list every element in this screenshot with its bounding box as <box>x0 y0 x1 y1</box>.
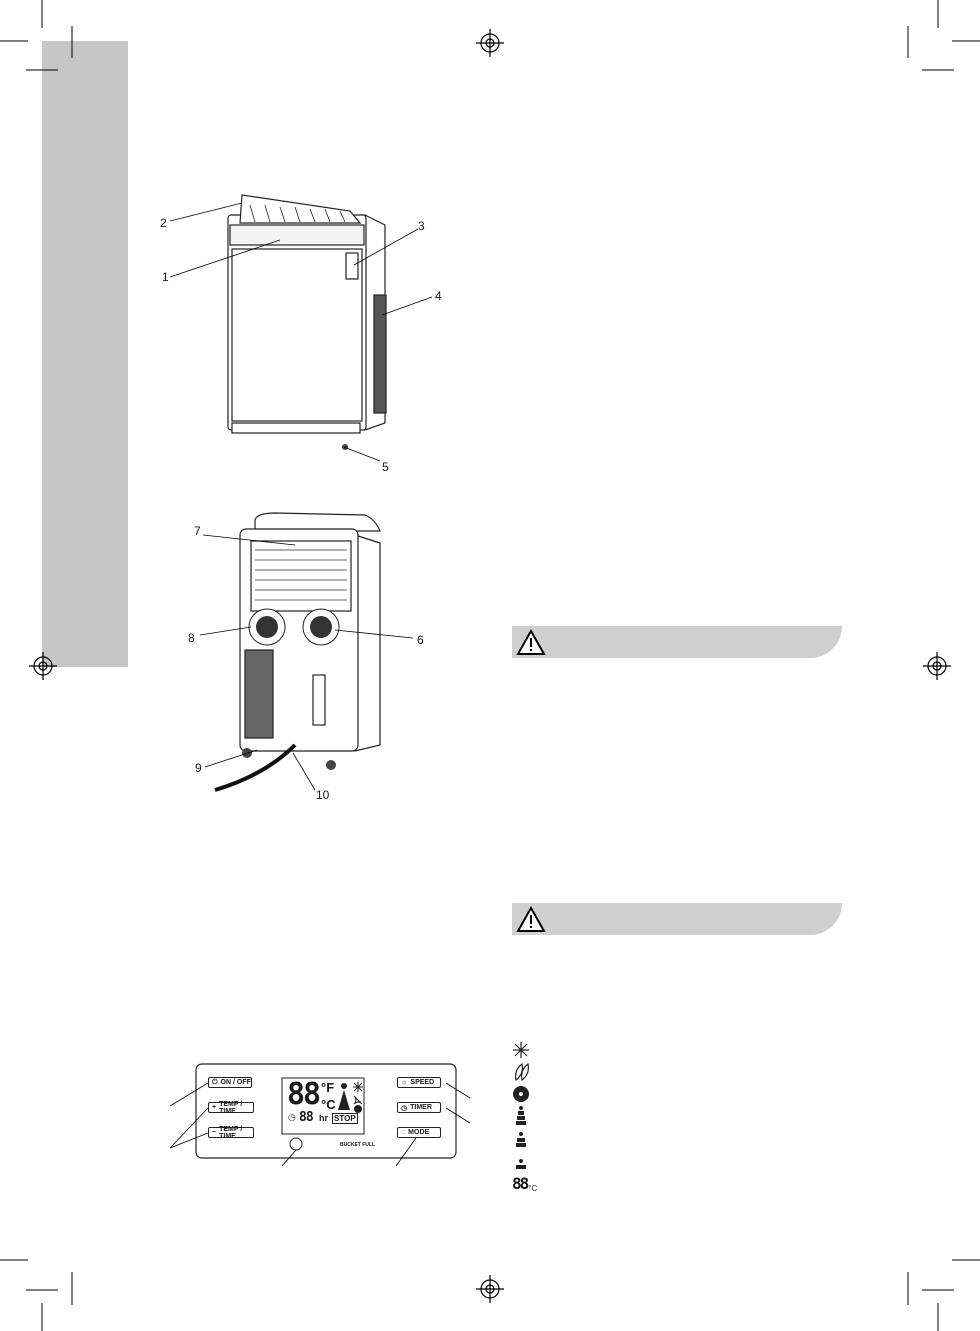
control-panel-outline <box>169 1063 470 1167</box>
stop-indicator: STOP <box>332 1113 358 1124</box>
control-panel: ⏻ ON / OFF + TEMP / TIME − TEMP / TIME 8… <box>160 1058 470 1168</box>
timer-display: 88 <box>299 1110 314 1125</box>
callout-1: 1 <box>162 270 169 284</box>
warning-triangle-icon <box>516 628 546 655</box>
callout-10: 10 <box>316 788 330 802</box>
warning-triangle-icon <box>516 905 546 932</box>
temperature-display: 88 <box>287 1077 321 1112</box>
dehumidify-indicator-icon <box>353 1095 363 1105</box>
registration-target-top <box>476 29 504 57</box>
cool-icon <box>513 1042 529 1058</box>
speed-button[interactable]: ☼ SPEED <box>397 1077 441 1088</box>
on-off-button[interactable]: ⏻ ON / OFF <box>208 1077 252 1088</box>
fan-indicator-icon <box>354 1105 362 1113</box>
speed-high-icon <box>516 1106 526 1125</box>
callout-4: 4 <box>435 289 442 303</box>
callout-7: 7 <box>194 524 201 538</box>
minus-icon: − <box>212 1129 217 1136</box>
registration-target-right <box>923 652 951 680</box>
temp-time-down-button[interactable]: − TEMP / TIME <box>208 1126 254 1140</box>
temp-time-up-button[interactable]: + TEMP / TIME <box>208 1101 254 1115</box>
legend-temp-unit: °C <box>528 1184 538 1193</box>
timer-unit: hr <box>319 1113 328 1123</box>
registration-target-bottom <box>476 1275 504 1303</box>
speed-indicator-icon <box>338 1090 350 1110</box>
cool-indicator-icon <box>353 1082 363 1092</box>
clock-indicator-icon: ◷ <box>288 1112 296 1122</box>
speed-low-icon <box>516 1159 526 1169</box>
legend-temp-digits: 88 <box>512 1174 529 1193</box>
indicator-legend: 88 °C <box>512 1040 572 1195</box>
mode-indicators <box>338 1082 363 1113</box>
warning-bar <box>512 626 842 658</box>
dehumidify-icon <box>515 1062 529 1082</box>
callout-8: 8 <box>188 631 195 645</box>
callout-6: 6 <box>417 633 424 647</box>
front-view-diagram <box>169 194 433 462</box>
back-view-diagram <box>199 512 414 792</box>
fahrenheit-unit: °F <box>321 1080 335 1095</box>
clock-icon: ◷ <box>401 1104 408 1112</box>
bucket-full-indicator: BUCKET FULL <box>340 1142 375 1148</box>
callout-9: 9 <box>195 761 202 775</box>
callout-5: 5 <box>382 460 389 474</box>
temperature-display-legend: 88 °C <box>512 1173 572 1193</box>
speed-medium-icon <box>516 1132 526 1147</box>
warning-bar <box>512 903 842 935</box>
callout-2: 2 <box>160 216 167 230</box>
side-tab <box>42 41 128 667</box>
celsius-unit: °C <box>321 1097 336 1112</box>
power-icon: ⏻ <box>212 1078 218 1086</box>
fan-speed-icon: ☼ <box>401 1079 408 1086</box>
callout-3: 3 <box>418 219 425 233</box>
timer-button[interactable]: ◷ TIMER <box>397 1102 441 1113</box>
mode-button[interactable]: ◌ MODE <box>397 1127 441 1138</box>
plus-icon: + <box>212 1104 217 1111</box>
fan-icon <box>513 1086 529 1102</box>
mode-icon: ◌ <box>401 1129 406 1136</box>
